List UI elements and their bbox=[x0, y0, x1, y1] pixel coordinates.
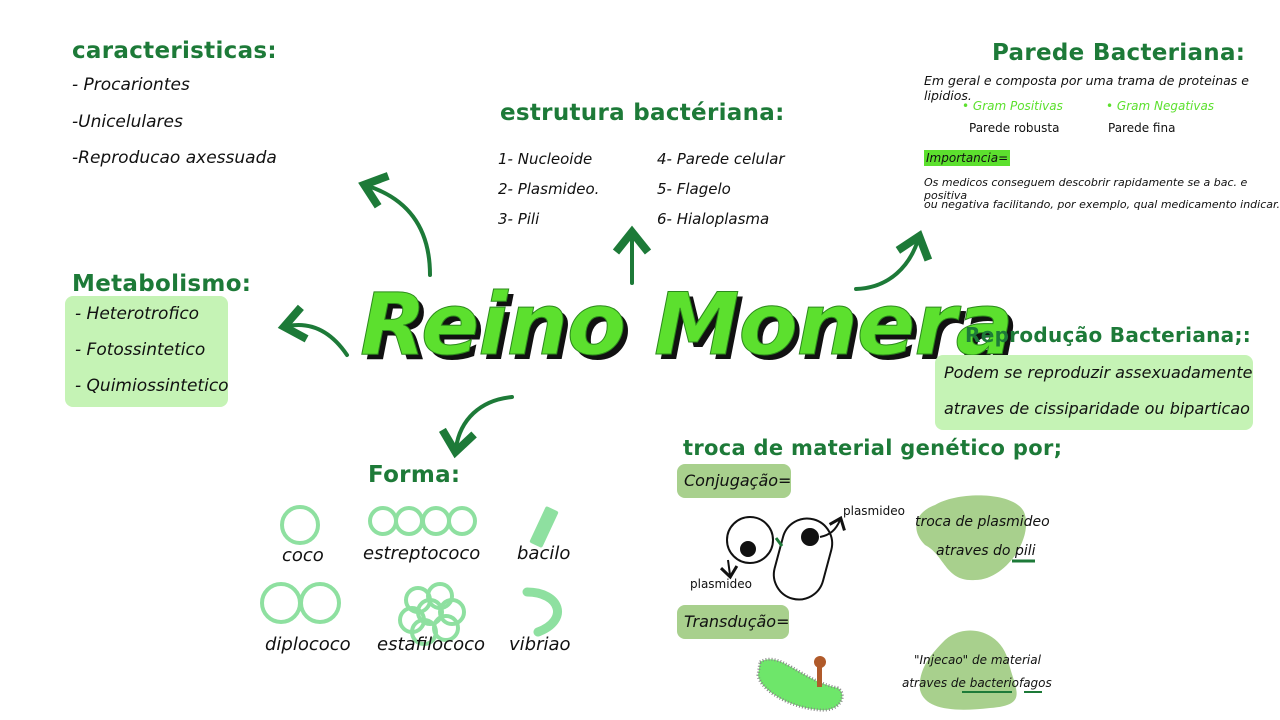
conjugacao-label: Conjugação= bbox=[684, 471, 792, 490]
estreptococo-label: estreptococo bbox=[363, 543, 481, 564]
metabolismo-box bbox=[65, 296, 228, 407]
estreptococo-shape bbox=[368, 506, 398, 536]
transducao-blob bbox=[919, 630, 1017, 710]
arrow-forma bbox=[438, 395, 514, 459]
reproducao-line: Podem se reproduzir assexuadamente bbox=[944, 363, 1253, 382]
estafilococo-label: estafilococo bbox=[377, 634, 485, 655]
estrutura-item: 3- Pili bbox=[498, 210, 540, 228]
forma-heading: Forma: bbox=[368, 462, 461, 488]
parede-intro: Em geral e composta por uma trama de pro… bbox=[924, 73, 1249, 103]
caracteristica-item: -Unicelulares bbox=[72, 112, 183, 132]
estrutura-item: 2- Plasmideo. bbox=[498, 180, 600, 198]
diplococo-shape bbox=[260, 582, 302, 624]
conjugacao-box bbox=[677, 464, 791, 498]
gram-negativas: • Gram Negativas bbox=[1106, 99, 1215, 113]
gram-positivas: • Gram Positivas bbox=[962, 99, 1063, 113]
arrow-caracteristicas bbox=[358, 172, 432, 277]
importancia-text: Os medicos conseguem descobrir rapidamen… bbox=[924, 176, 1248, 202]
estrutura-item: 1- Nucleoide bbox=[498, 150, 593, 168]
vibriao-shape bbox=[522, 587, 562, 637]
plasmideo-label: plasmideo bbox=[843, 504, 905, 518]
diplococo-label: diplococo bbox=[265, 634, 351, 655]
estrutura-heading: estrutura bactériana: bbox=[500, 100, 785, 126]
estrutura-item: 4- Parede celular bbox=[657, 150, 785, 168]
importancia-label: Importancia= bbox=[924, 150, 1011, 166]
coco-label: coco bbox=[282, 545, 324, 566]
transducao-text: "Injecao" de material bbox=[914, 653, 1041, 667]
plasmideo-label: plasmideo bbox=[690, 577, 752, 591]
transducao-box bbox=[677, 605, 789, 639]
caracteristicas-heading: caracteristicas: bbox=[72, 38, 277, 64]
importancia-text: ou negativa facilitando, por exemplo, qu… bbox=[924, 198, 1280, 211]
estafilococo-shape bbox=[398, 582, 466, 646]
transduction-bacterium-drawing bbox=[756, 656, 844, 712]
bacilo-label: bacilo bbox=[517, 543, 571, 564]
transducao-label: Transdução= bbox=[684, 612, 790, 631]
parede-heading: Parede Bacteriana: bbox=[992, 40, 1246, 66]
conjugacao-text: atraves do pili bbox=[936, 543, 1036, 559]
estrutura-item: 6- Hialoplasma bbox=[657, 210, 770, 228]
caracteristica-item: -Reproducao axessuada bbox=[72, 148, 277, 168]
conjugacao-text: troca de plasmideo bbox=[915, 514, 1050, 530]
coco-shape bbox=[280, 505, 320, 545]
arrow-parede bbox=[854, 230, 933, 291]
main-title: Reino Monera bbox=[360, 275, 1015, 376]
bacilo-shape bbox=[529, 506, 559, 548]
metabolismo-item: - Heterotrofico bbox=[75, 304, 200, 324]
metabolismo-heading: Metabolismo: bbox=[72, 271, 252, 297]
gram-negativas-desc: Parede fina bbox=[1108, 121, 1176, 135]
estrutura-item: 5- Flagelo bbox=[657, 180, 731, 198]
troca-heading: troca de material genético por; bbox=[683, 436, 1063, 460]
metabolismo-item: - Quimiossintetico bbox=[75, 376, 229, 396]
arrow-metabolismo bbox=[277, 304, 349, 357]
conjugacao-blob bbox=[916, 495, 1027, 581]
reproducao-box bbox=[935, 355, 1253, 430]
gram-positivas-desc: Parede robusta bbox=[969, 121, 1060, 135]
conjugation-bacteria-drawing bbox=[719, 515, 846, 601]
reproducao-heading: Reprodução Bacteriana;: bbox=[965, 323, 1252, 347]
caracteristica-item: - Procariontes bbox=[72, 75, 190, 95]
metabolismo-item: - Fotossintetico bbox=[75, 340, 206, 360]
transducao-text: atraves de bacteriofagos bbox=[902, 676, 1052, 690]
vibriao-label: vibriao bbox=[509, 634, 571, 655]
reproducao-line: atraves de cissiparidade ou biparticao bbox=[944, 399, 1250, 418]
